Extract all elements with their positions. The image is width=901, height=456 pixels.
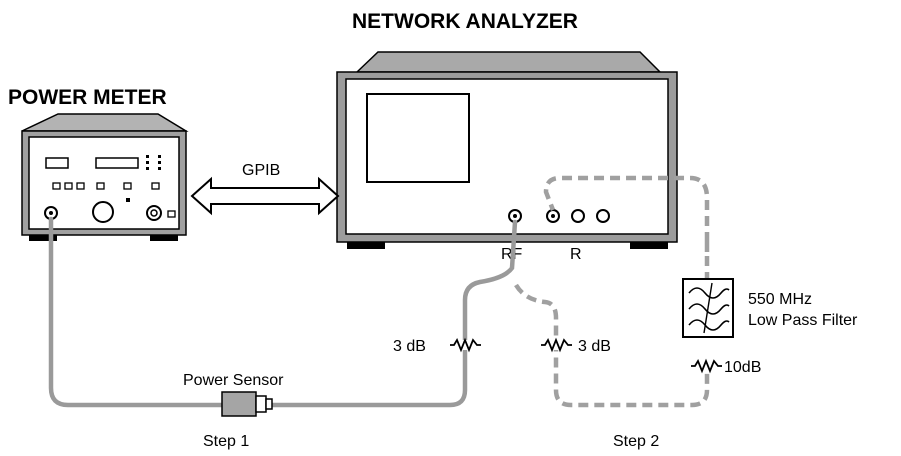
power-meter-switch xyxy=(167,210,176,218)
power-sensor-connector xyxy=(255,395,267,413)
port-a-icon xyxy=(571,209,585,223)
network-analyzer-foot-left xyxy=(347,242,385,249)
network-analyzer-top-cover xyxy=(355,51,662,73)
gpib-label: GPIB xyxy=(242,162,280,179)
power-meter: POWER METER xyxy=(8,86,189,241)
network-analyzer: NETWORK ANALYZER RF R xyxy=(336,10,678,263)
r-port-label: R xyxy=(570,246,582,263)
power-sensor-label: Power Sensor xyxy=(183,372,284,389)
power-meter-foot-left xyxy=(29,235,57,241)
power-meter-display-main xyxy=(95,157,139,169)
power-meter-title: POWER METER xyxy=(8,86,167,109)
attenuator-step1-label: 3 dB xyxy=(393,338,426,355)
network-analyzer-title: NETWORK ANALYZER xyxy=(352,10,578,33)
power-meter-key xyxy=(151,182,160,190)
filter-label-type: Low Pass Filter xyxy=(748,312,858,329)
attenuator-r-label: 10dB xyxy=(724,359,761,376)
power-meter-key xyxy=(123,182,132,190)
gpib-connection: GPIB xyxy=(190,162,340,216)
attenuator-r-icon xyxy=(691,358,722,374)
network-analyzer-foot-right xyxy=(630,242,668,249)
port-b-icon xyxy=(596,209,610,223)
attenuator-step2-label: 3 dB xyxy=(578,338,611,355)
step2-r-loop xyxy=(543,175,710,282)
step2-rf-branch xyxy=(514,283,710,408)
step1-cable: 3 dB xyxy=(48,216,518,408)
power-meter-knob-icon xyxy=(92,201,114,223)
power-meter-key xyxy=(64,182,73,190)
low-pass-filter: 550 MHz Low Pass Filter xyxy=(682,278,858,338)
power-meter-key xyxy=(52,182,61,190)
power-meter-display-small xyxy=(45,157,69,169)
step1-rf-cable xyxy=(269,219,518,408)
attenuator-step1-icon xyxy=(450,337,481,353)
attenuator-step2-icon xyxy=(541,337,572,353)
power-meter-foot-right xyxy=(150,235,178,241)
power-meter-top-cover xyxy=(21,113,189,132)
step1-sensor-cable xyxy=(48,216,225,408)
power-meter-key xyxy=(76,182,85,190)
filter-label-frequency: 550 MHz xyxy=(748,291,812,308)
gpib-double-arrow-icon xyxy=(190,176,340,216)
step2-label: Step 2 xyxy=(613,433,659,450)
network-analyzer-screen xyxy=(366,93,470,183)
step2-cable: 3 dB 10dB xyxy=(514,175,761,408)
filter-wave-icon xyxy=(688,287,730,299)
power-meter-key xyxy=(96,182,105,190)
power-sensor-body xyxy=(221,391,257,417)
power-sensor: Power Sensor xyxy=(183,372,284,417)
step1-label: Step 1 xyxy=(203,433,249,450)
